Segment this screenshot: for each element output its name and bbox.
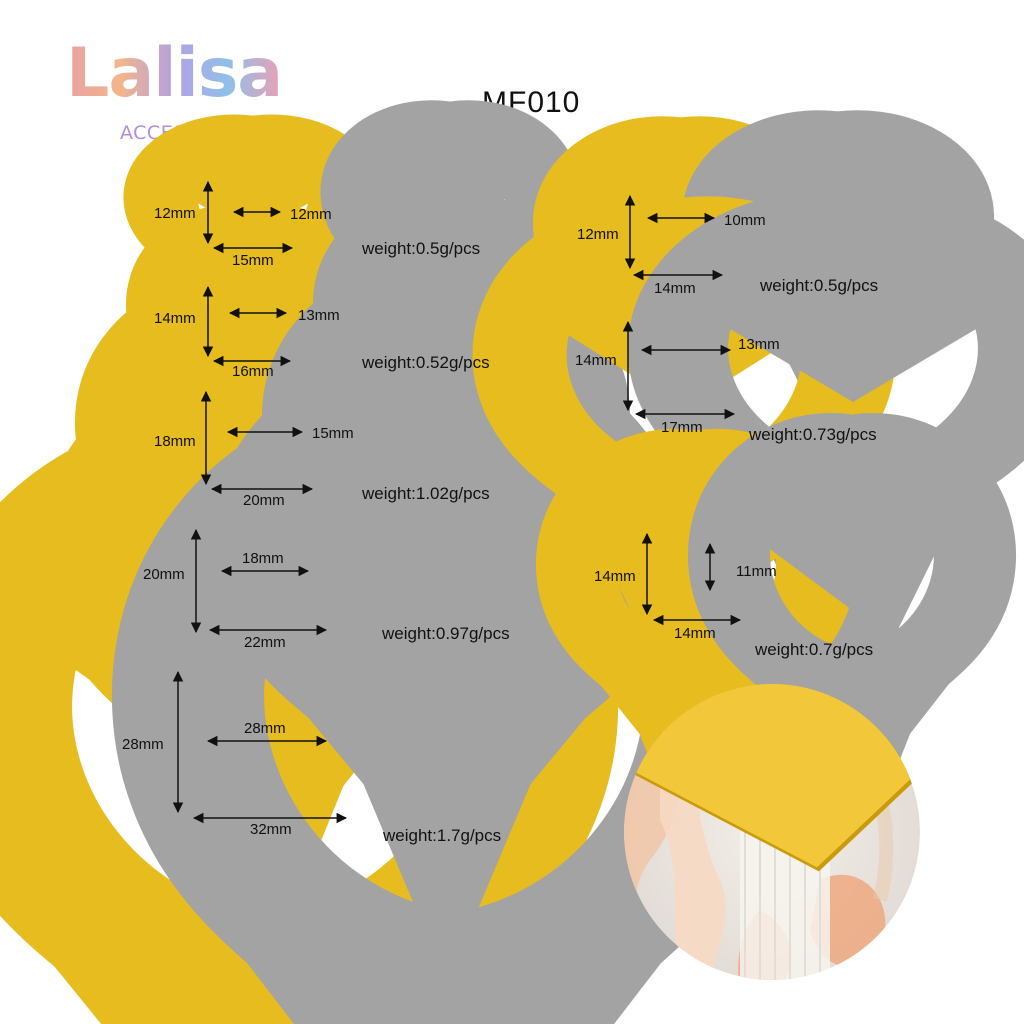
s1-item5-width: 32mm [250, 821, 292, 838]
s1-item3-width: 20mm [243, 492, 285, 509]
s1-item5-height: 28mm [122, 736, 164, 753]
s1-item4-inner: 18mm [242, 550, 284, 567]
s2-item2-height: 14mm [575, 352, 617, 369]
s1-item3-weight: weight:1.02g/pcs [362, 484, 490, 503]
s2-item2-width: 17mm [661, 419, 703, 436]
s1-item1-height: 12mm [154, 205, 196, 222]
s2-item2-weight: weight:0.73g/pcs [749, 425, 877, 444]
s1-item4-height: 20mm [143, 566, 185, 583]
brand-name: Lalisa [66, 34, 283, 113]
dimension-lines-section-2-3 [622, 194, 742, 626]
s1-item1-width: 15mm [232, 252, 274, 269]
s1-item5-inner: 28mm [244, 720, 286, 737]
s1-item2-weight: weight:0.52g/pcs [362, 353, 490, 372]
s1-item2-height: 14mm [154, 310, 196, 327]
s3-item1-width: 14mm [674, 625, 716, 642]
dimension-lines-section-1 [172, 180, 348, 824]
s2-item2-inner: 13mm [738, 336, 780, 353]
s1-item5-weight: weight:1.7g/pcs [383, 826, 502, 845]
s1-item3-inner: 15mm [312, 425, 354, 442]
s1-item2-width: 16mm [232, 363, 274, 380]
s1-item3-height: 18mm [154, 433, 196, 450]
silver-bar-heart-2 [803, 327, 903, 402]
s1-item2-inner: 13mm [298, 307, 340, 324]
s1-item4-weight: weight:0.97g/pcs [382, 624, 510, 643]
s2-item1-width: 14mm [654, 280, 696, 297]
s1-item1-inner: 12mm [290, 206, 332, 223]
lifestyle-photo [624, 684, 920, 980]
s3-item1-weight: weight:0.7g/pcs [755, 640, 874, 659]
s1-item1-weight: weight:0.5g/pcs [362, 239, 481, 258]
s2-item1-weight: weight:0.5g/pcs [760, 276, 879, 295]
s1-item4-width: 22mm [244, 634, 286, 651]
s3-item1-inner: 11mm [736, 563, 777, 580]
s2-item1-inner: 10mm [724, 212, 766, 229]
silver-divider-heart [811, 533, 893, 610]
s2-item1-height: 12mm [577, 226, 619, 243]
s3-item1-height: 14mm [594, 568, 636, 585]
